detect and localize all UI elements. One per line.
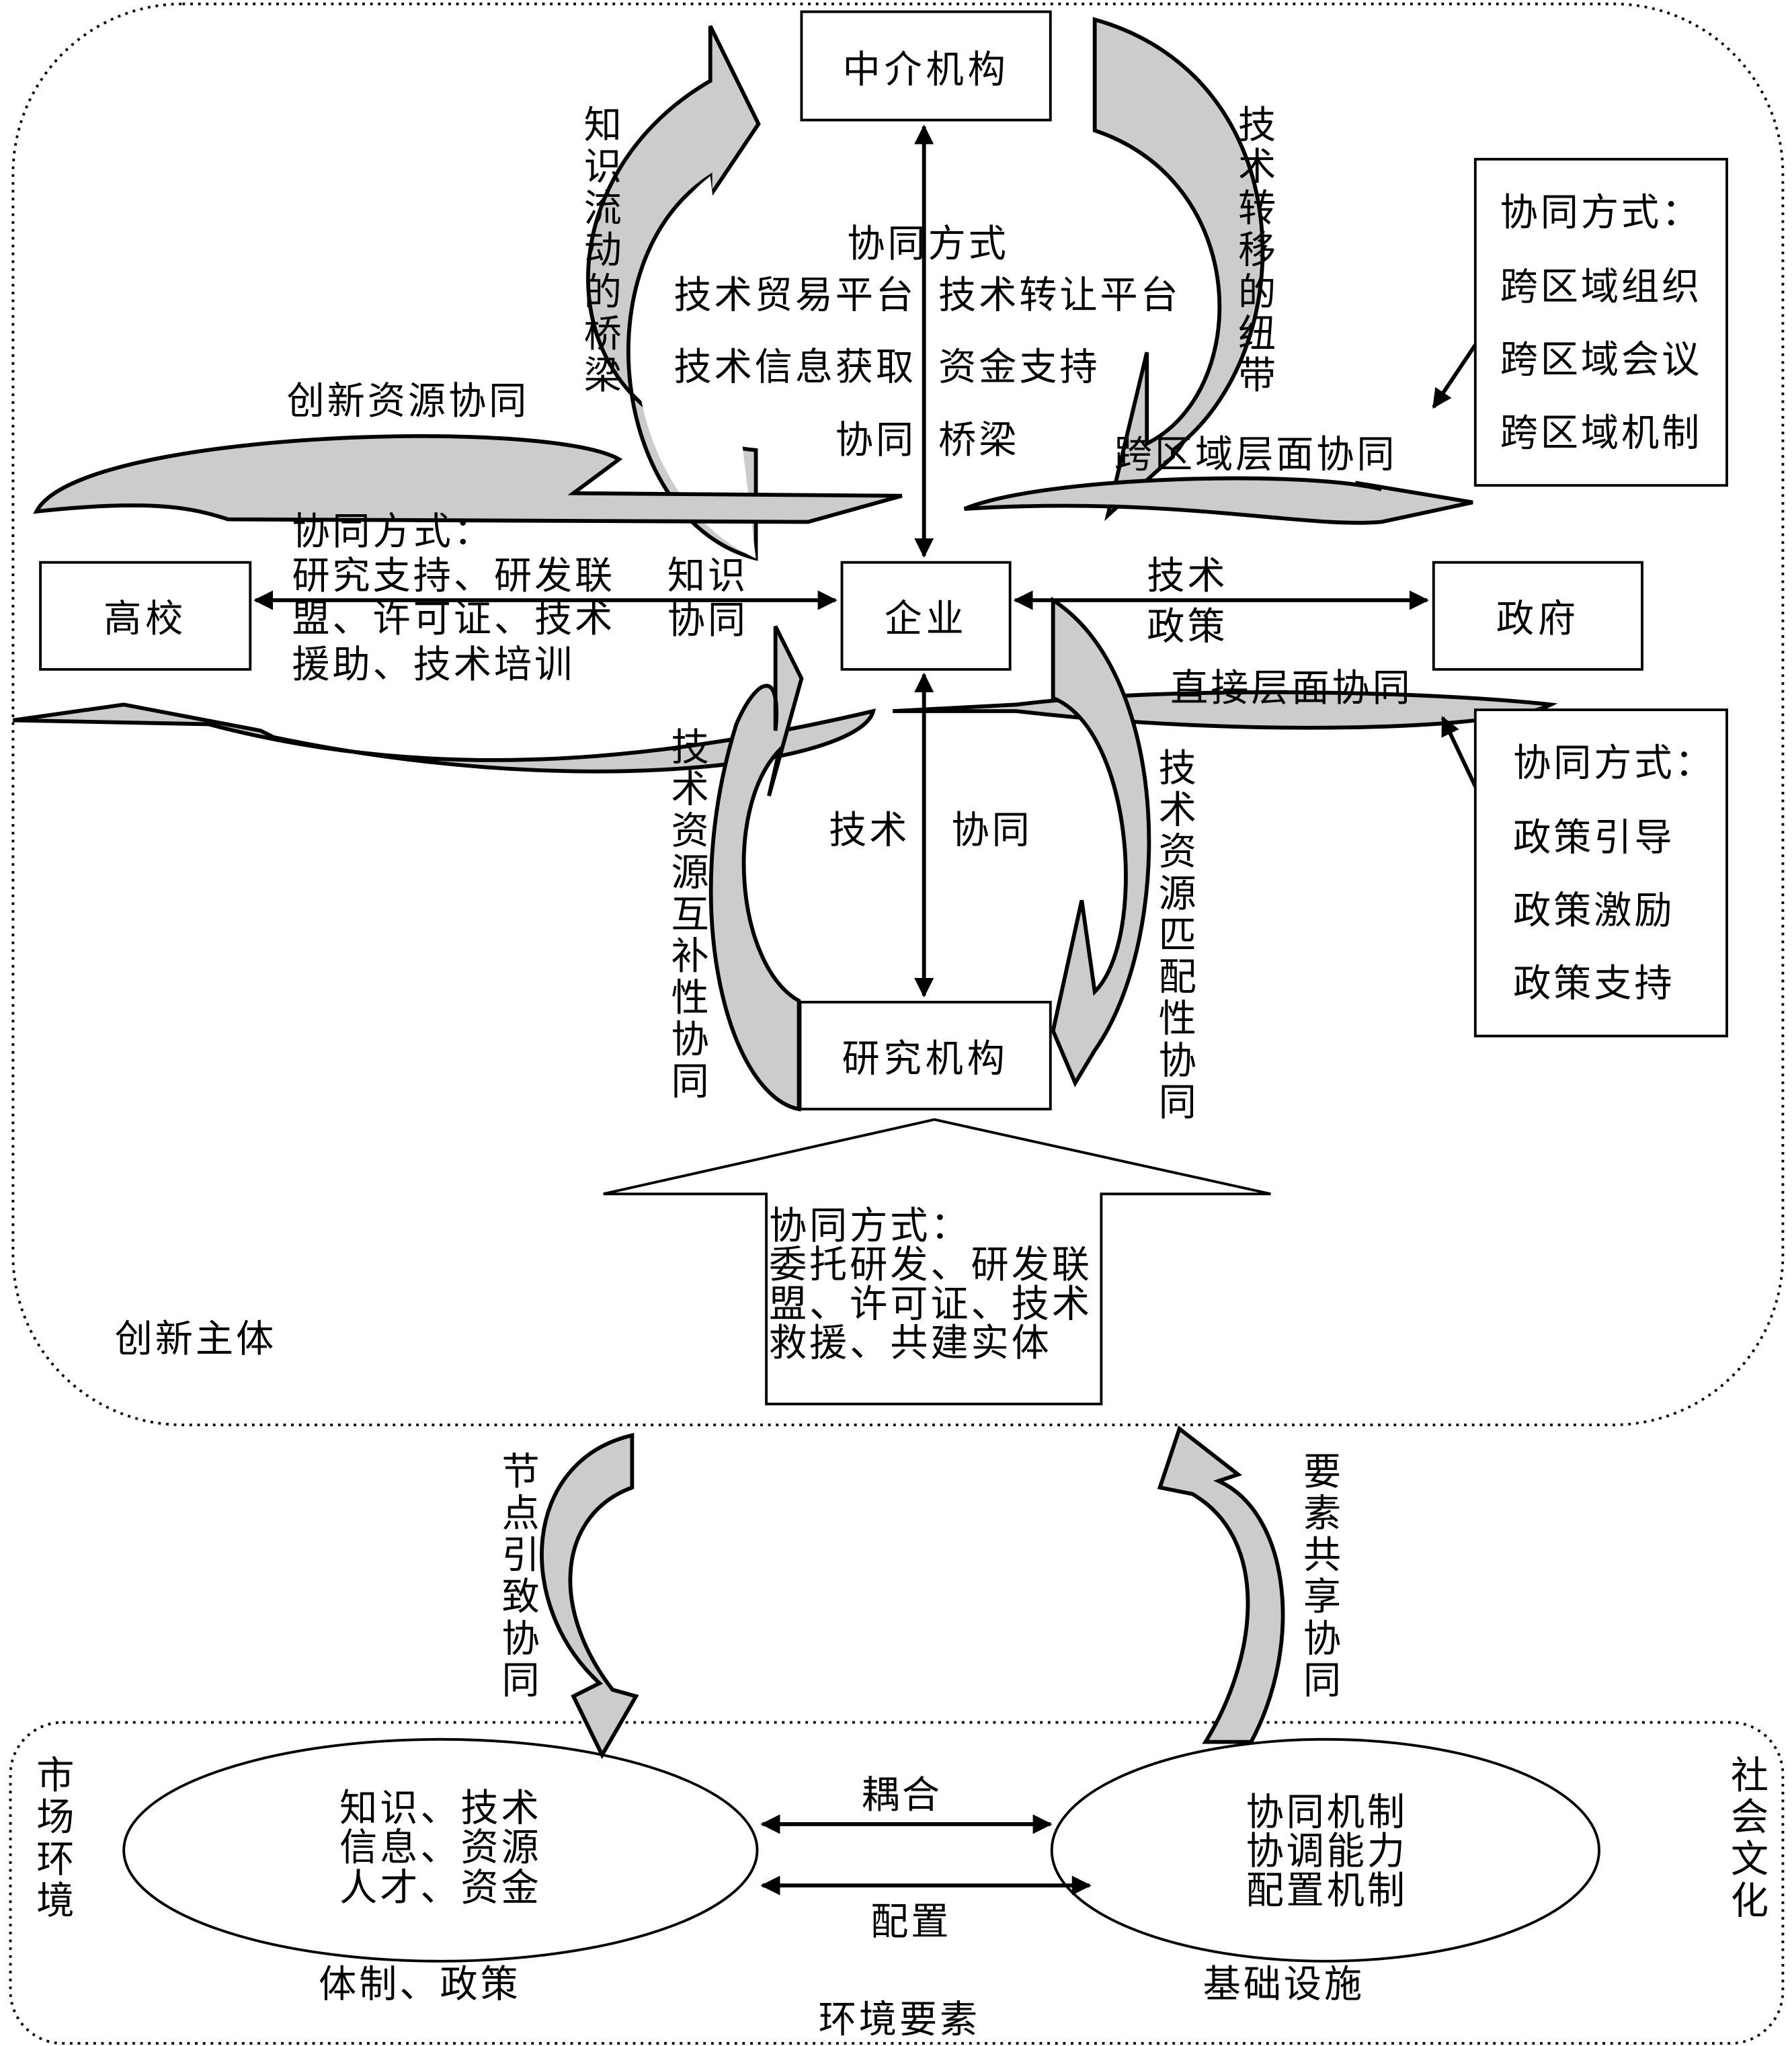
knowledge-bridge-label: 知识流动的桥梁 — [577, 104, 622, 397]
university-mode-line: 协同方式： — [292, 509, 494, 554]
right-ellipse — [1050, 1737, 1600, 1963]
policy-tag: 政策 — [1147, 604, 1228, 649]
node-induced-arrow — [540, 1432, 639, 1760]
innovation-subject-boundary — [11, 2, 1785, 1426]
center-item: 技术信息获取 — [674, 344, 917, 389]
institution-policy-label: 体制、政策 — [319, 1961, 521, 2006]
policy-box-line: 协同方式： — [1513, 740, 1715, 785]
tech-transfer-label: 技术转移的纽带 — [1232, 104, 1277, 397]
innovation-subject-label: 创新主体 — [114, 1316, 277, 1361]
left-ellipse-line: 人才、资金 — [339, 1865, 542, 1910]
cross-region-box-line: 跨区域会议 — [1500, 337, 1703, 382]
cross-region-arrow — [963, 476, 1473, 525]
university-mode-line: 盟、许可证、技术 — [292, 596, 616, 641]
knowledge-bridge-arrow — [586, 25, 761, 561]
node-university: 高校 — [39, 561, 252, 671]
matching-label: 技术资源匹配性协同 — [1152, 747, 1197, 1124]
node-induced-label: 节点引致协同 — [495, 1450, 540, 1702]
complementary-arrow — [708, 625, 804, 1112]
complementary-label: 技术资源互补性协同 — [665, 727, 710, 1103]
environment-elements-title: 环境要素 — [818, 1997, 981, 2042]
right-ellipse-line: 配置机制 — [1246, 1867, 1408, 1912]
cross-region-box: 协同方式： 跨区域组织 跨区域会议 跨区域机制 — [1473, 157, 1728, 487]
center-item: 协同 — [835, 417, 917, 462]
resource-collab-arrow — [33, 434, 903, 524]
direct-level-label: 直接层面协同 — [1170, 665, 1413, 710]
node-intermediary: 中介机构 — [800, 10, 1052, 122]
university-mode-line: 研究支持、研发联 — [292, 553, 616, 598]
knowledge-tag: 协同 — [667, 598, 748, 643]
allocation-label: 配置 — [870, 1899, 952, 1944]
market-environment-label: 市场环境 — [30, 1755, 75, 1922]
center-item: 技术转让平台 — [938, 272, 1181, 317]
center-item: 资金支持 — [938, 344, 1100, 389]
left-ellipse — [122, 1737, 759, 1963]
right-ellipse-line: 协同机制 — [1246, 1789, 1408, 1834]
policy-box-line: 政策支持 — [1513, 960, 1675, 1006]
research-mode-line: 委托研发、研发联 — [768, 1242, 1092, 1287]
social-culture-label: 社会文化 — [1725, 1755, 1770, 1922]
cross-region-box-line: 协同方式： — [1500, 190, 1703, 235]
research-mode-line: 协同方式： — [768, 1202, 971, 1247]
cross-region-label: 跨区域层面协同 — [1114, 432, 1397, 477]
center-mode-label: 协同方式 — [847, 221, 1009, 266]
matching-arrow — [1051, 596, 1151, 1088]
tech-transfer-arrow — [1092, 17, 1265, 522]
right-ellipse-line: 协调能力 — [1246, 1828, 1408, 1873]
node-research: 研究机构 — [799, 1000, 1052, 1111]
university-mode-line: 援助、技术培训 — [292, 642, 575, 687]
policy-tag: 技术 — [1147, 553, 1228, 598]
center-item: 桥梁 — [938, 417, 1020, 462]
node-enterprise: 企业 — [840, 561, 1012, 671]
cross-region-box-line: 跨区域组织 — [1500, 264, 1703, 309]
collab-label: 协同 — [951, 807, 1032, 852]
policy-box: 协同方式： 政策引导 政策激励 政策支持 — [1473, 708, 1728, 1038]
policy-box-line: 政策引导 — [1513, 815, 1675, 860]
element-sharing-label: 要素共享协同 — [1297, 1450, 1342, 1702]
knowledge-tag: 知识 — [667, 553, 748, 598]
element-sharing-arrow — [1157, 1425, 1285, 1744]
left-ellipse-line: 知识、技术 — [339, 1785, 542, 1830]
policy-box-line: 政策激励 — [1513, 888, 1675, 933]
research-mode-line: 盟、许可证、技术 — [768, 1281, 1092, 1326]
left-ellipse-line: 信息、资源 — [339, 1824, 542, 1869]
cross-region-box-line: 跨区域机制 — [1500, 410, 1703, 455]
tech-label: 技术 — [829, 807, 910, 852]
infrastructure-label: 基础设施 — [1203, 1961, 1365, 2006]
center-item: 技术贸易平台 — [674, 272, 917, 317]
research-mode-line: 救援、共建实体 — [768, 1320, 1052, 1365]
research-collab-arrow — [603, 1118, 1271, 1405]
resource-collab-label: 创新资源协同 — [286, 378, 530, 423]
node-government: 政府 — [1432, 561, 1643, 671]
coupling-label: 耦合 — [861, 1772, 942, 1817]
